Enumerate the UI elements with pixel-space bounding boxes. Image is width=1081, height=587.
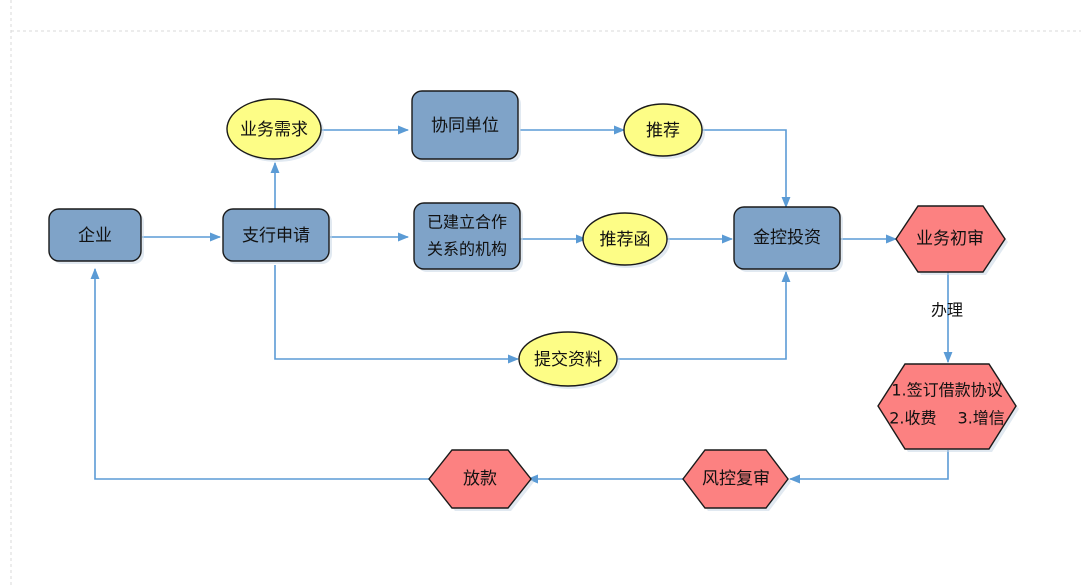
connectors [90,125,953,484]
node-hezuo-jigou-label-line2: 关系的机构 [427,240,507,259]
node-tijiao-ziliao-label: 提交资料 [534,350,602,370]
node-yewu-chushen[interactable]: 业务初审 [895,205,1008,275]
node-fengkong-fushen[interactable]: 风控复审 [682,449,791,511]
node-qiye[interactable]: 企业 [48,208,144,264]
node-qiye-label: 企业 [78,226,112,246]
node-qianding-xieyi[interactable]: 1.签订借款协议 2.收费 3.增信 [877,363,1019,452]
node-tuijianhan-label: 推荐函 [600,230,651,250]
edge-fangkuan-to-qiye [90,267,432,480]
node-xietong-danwei[interactable]: 协同单位 [411,90,521,162]
node-yewu-chushen-label: 业务初审 [916,229,984,249]
node-tuijian-label: 推荐 [646,121,680,141]
node-yewu-xuqiu-label: 业务需求 [240,120,308,140]
edge-zhihang-to-tijiao [274,265,520,364]
node-tijiao-ziliao[interactable]: 提交资料 [518,331,620,389]
node-hezuo-jigou-label-line1: 已建立合作 [427,213,507,232]
node-tuijianhan[interactable]: 推荐函 [582,212,670,268]
edge-tijiao-to-jinkong [618,270,791,360]
node-qianding-xieyi-label-line2: 2.收费 3.增信 [889,409,1005,428]
edge-xieyi-to-fengkong [788,450,949,484]
node-zhihang-shenqing[interactable]: 支行申请 [222,208,332,264]
node-jinkong-touzi-label: 金控投资 [753,228,821,248]
node-tuijian[interactable]: 推荐 [623,103,705,159]
node-xietong-danwei-label: 协同单位 [431,116,499,136]
node-fangkuan-label: 放款 [463,469,497,489]
node-hezuo-jigou[interactable]: 已建立合作 关系的机构 [413,202,523,272]
node-zhihang-shenqing-label: 支行申请 [242,226,310,246]
page-guide-lines [10,0,1081,587]
node-yewu-xuqiu[interactable]: 业务需求 [226,98,324,162]
edge-label-banli: 办理 [931,301,963,320]
node-qianding-xieyi-label-line1: 1.签订借款协议 [891,381,1002,400]
node-fangkuan[interactable]: 放款 [428,449,534,511]
node-jinkong-touzi[interactable]: 金控投资 [733,206,843,272]
node-fengkong-fushen-label: 风控复审 [702,469,770,489]
edge-tuijian-to-jinkong [702,129,791,209]
